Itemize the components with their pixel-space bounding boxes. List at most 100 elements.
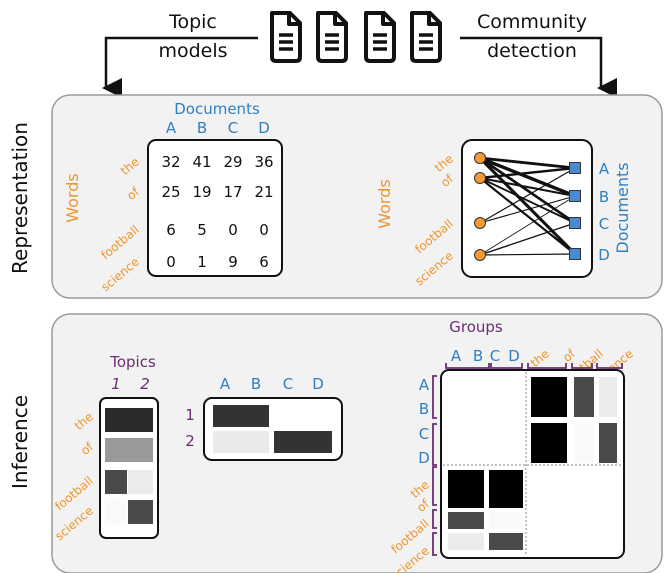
matrix-column-label: D [258, 119, 270, 137]
group-cell [574, 423, 594, 463]
matrix-cell: 6 [259, 253, 269, 271]
topic-column-label: 2 [140, 375, 150, 393]
group-cell [448, 470, 484, 508]
network-document-label: C [599, 215, 609, 233]
network-edge [479, 156, 576, 170]
topic-cell [105, 500, 127, 524]
matrix-box [147, 139, 283, 277]
group-column-bracket [571, 363, 593, 369]
word-node [474, 217, 486, 229]
group-cell [531, 423, 567, 463]
topic-models-label-2: models [158, 40, 227, 62]
group-cell [448, 533, 484, 550]
word-node [474, 152, 486, 164]
topics-label: Topics [109, 353, 156, 371]
document-icon [270, 11, 302, 63]
topic-models-label-1: Topic [168, 11, 217, 33]
matrix-cell: 17 [223, 183, 242, 201]
group-column-bracket [490, 363, 523, 369]
topic-cell [128, 470, 153, 494]
topic-cell [105, 438, 153, 462]
groups-label: Groups [449, 318, 503, 336]
matrix-cell: 19 [192, 183, 211, 201]
doc-topic-cell [274, 405, 334, 427]
network-document-label: B [599, 188, 609, 206]
doc-topic-cell [213, 405, 269, 427]
matrix-cell: 6 [166, 221, 176, 239]
matrix-column-label: C [228, 119, 238, 137]
group-row-label: A [419, 376, 430, 394]
group-cell [489, 533, 523, 550]
doc-topic-column-label: D [312, 375, 324, 393]
representation-side-label: Representation [8, 122, 32, 274]
topic-column-label: 1 [111, 375, 121, 393]
right-arrow [460, 36, 617, 98]
matrix-column-label: A [166, 119, 177, 137]
community-detection-label-2: detection [487, 40, 577, 62]
doc-topic-column-label: A [220, 375, 231, 393]
topic-cell [105, 408, 153, 432]
doc-topic-column-label: C [283, 375, 293, 393]
group-row-label: B [419, 400, 429, 418]
topic-cell [128, 500, 153, 524]
group-cell [489, 470, 523, 508]
matrix-cell: 0 [228, 221, 238, 239]
matrix-cell: 1 [197, 253, 207, 271]
document-node [569, 217, 581, 229]
topic-cell [105, 470, 127, 494]
community-detection-label-1: Community [477, 11, 587, 33]
document-icon [316, 11, 348, 63]
doc-topic-column-label: B [251, 375, 261, 393]
network-words-label: Words [375, 179, 394, 228]
matrix-column-label: B [197, 119, 207, 137]
document-node [569, 162, 581, 174]
network-edge [479, 167, 576, 224]
network-edge [478, 156, 577, 256]
matrix-cell: 0 [259, 221, 269, 239]
network-edge [479, 253, 576, 256]
network-edge [479, 156, 576, 225]
group-cell [489, 512, 523, 529]
matrix-cell: 41 [192, 153, 211, 171]
matrix-cell: 21 [254, 183, 273, 201]
group-column-label: B [473, 347, 483, 365]
word-node [474, 172, 486, 184]
group-column-label: A [451, 347, 462, 365]
words-label: Words [63, 173, 82, 222]
network-edge [479, 195, 576, 224]
document-node [569, 190, 581, 202]
group-row-bracket [432, 375, 437, 419]
doc-topic-row-label: 2 [185, 432, 195, 450]
matrix-cell: 36 [254, 153, 273, 171]
matrix-cell: 29 [223, 153, 242, 171]
matrix-cell: 0 [166, 253, 176, 271]
network-edge [479, 177, 576, 224]
group-row-bracket [432, 509, 437, 529]
left-arrow [102, 36, 258, 98]
doc-topic-cell [213, 431, 269, 453]
group-cell [574, 377, 594, 417]
word-node [474, 249, 486, 261]
document-node [569, 248, 581, 260]
doc-topic-row-label: 1 [185, 406, 195, 424]
network-document-label: A [599, 160, 610, 178]
network-edge [479, 156, 576, 198]
group-row-label: C [419, 425, 429, 443]
matrix-cell: 9 [228, 253, 238, 271]
network-edge [479, 177, 576, 197]
topic-document-matrix: A B C D 1 2 [185, 375, 343, 461]
group-cell [448, 512, 484, 529]
matrix-cell: 25 [161, 183, 180, 201]
doc-topic-cell [274, 431, 332, 453]
network-document-label: D [598, 246, 610, 264]
document-icon [410, 11, 442, 63]
group-row-bracket [432, 423, 437, 466]
group-cell [531, 377, 567, 417]
matrix-cell: 5 [197, 221, 207, 239]
group-row-bracket [432, 532, 437, 556]
group-cell [599, 377, 617, 417]
network-edge [479, 166, 576, 180]
top-section: Topic models Community detection [102, 11, 617, 98]
document-icon [364, 11, 396, 63]
network-edge [479, 222, 576, 256]
